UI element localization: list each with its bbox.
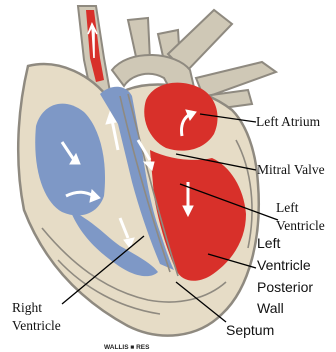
label-left-ventricle-1: Left [276,200,299,215]
label-lv-posterior-2: Ventricle [257,257,311,273]
label-lv-posterior-4: Wall [257,300,284,316]
label-lv-posterior-1: Left [257,235,280,251]
label-left-ventricle-2: Ventricle [276,218,325,233]
label-mitral-valve: Mitral Valve [257,162,325,177]
label-left-atrium: Left Atrium [256,114,321,129]
image-credit: WALLIS ■ RES [104,344,150,351]
label-septum: Septum [226,322,274,338]
label-right-ventricle-2: Ventricle [12,318,61,333]
label-lv-posterior-3: Posterior [257,279,313,295]
label-right-ventricle-1: Right [12,300,42,315]
